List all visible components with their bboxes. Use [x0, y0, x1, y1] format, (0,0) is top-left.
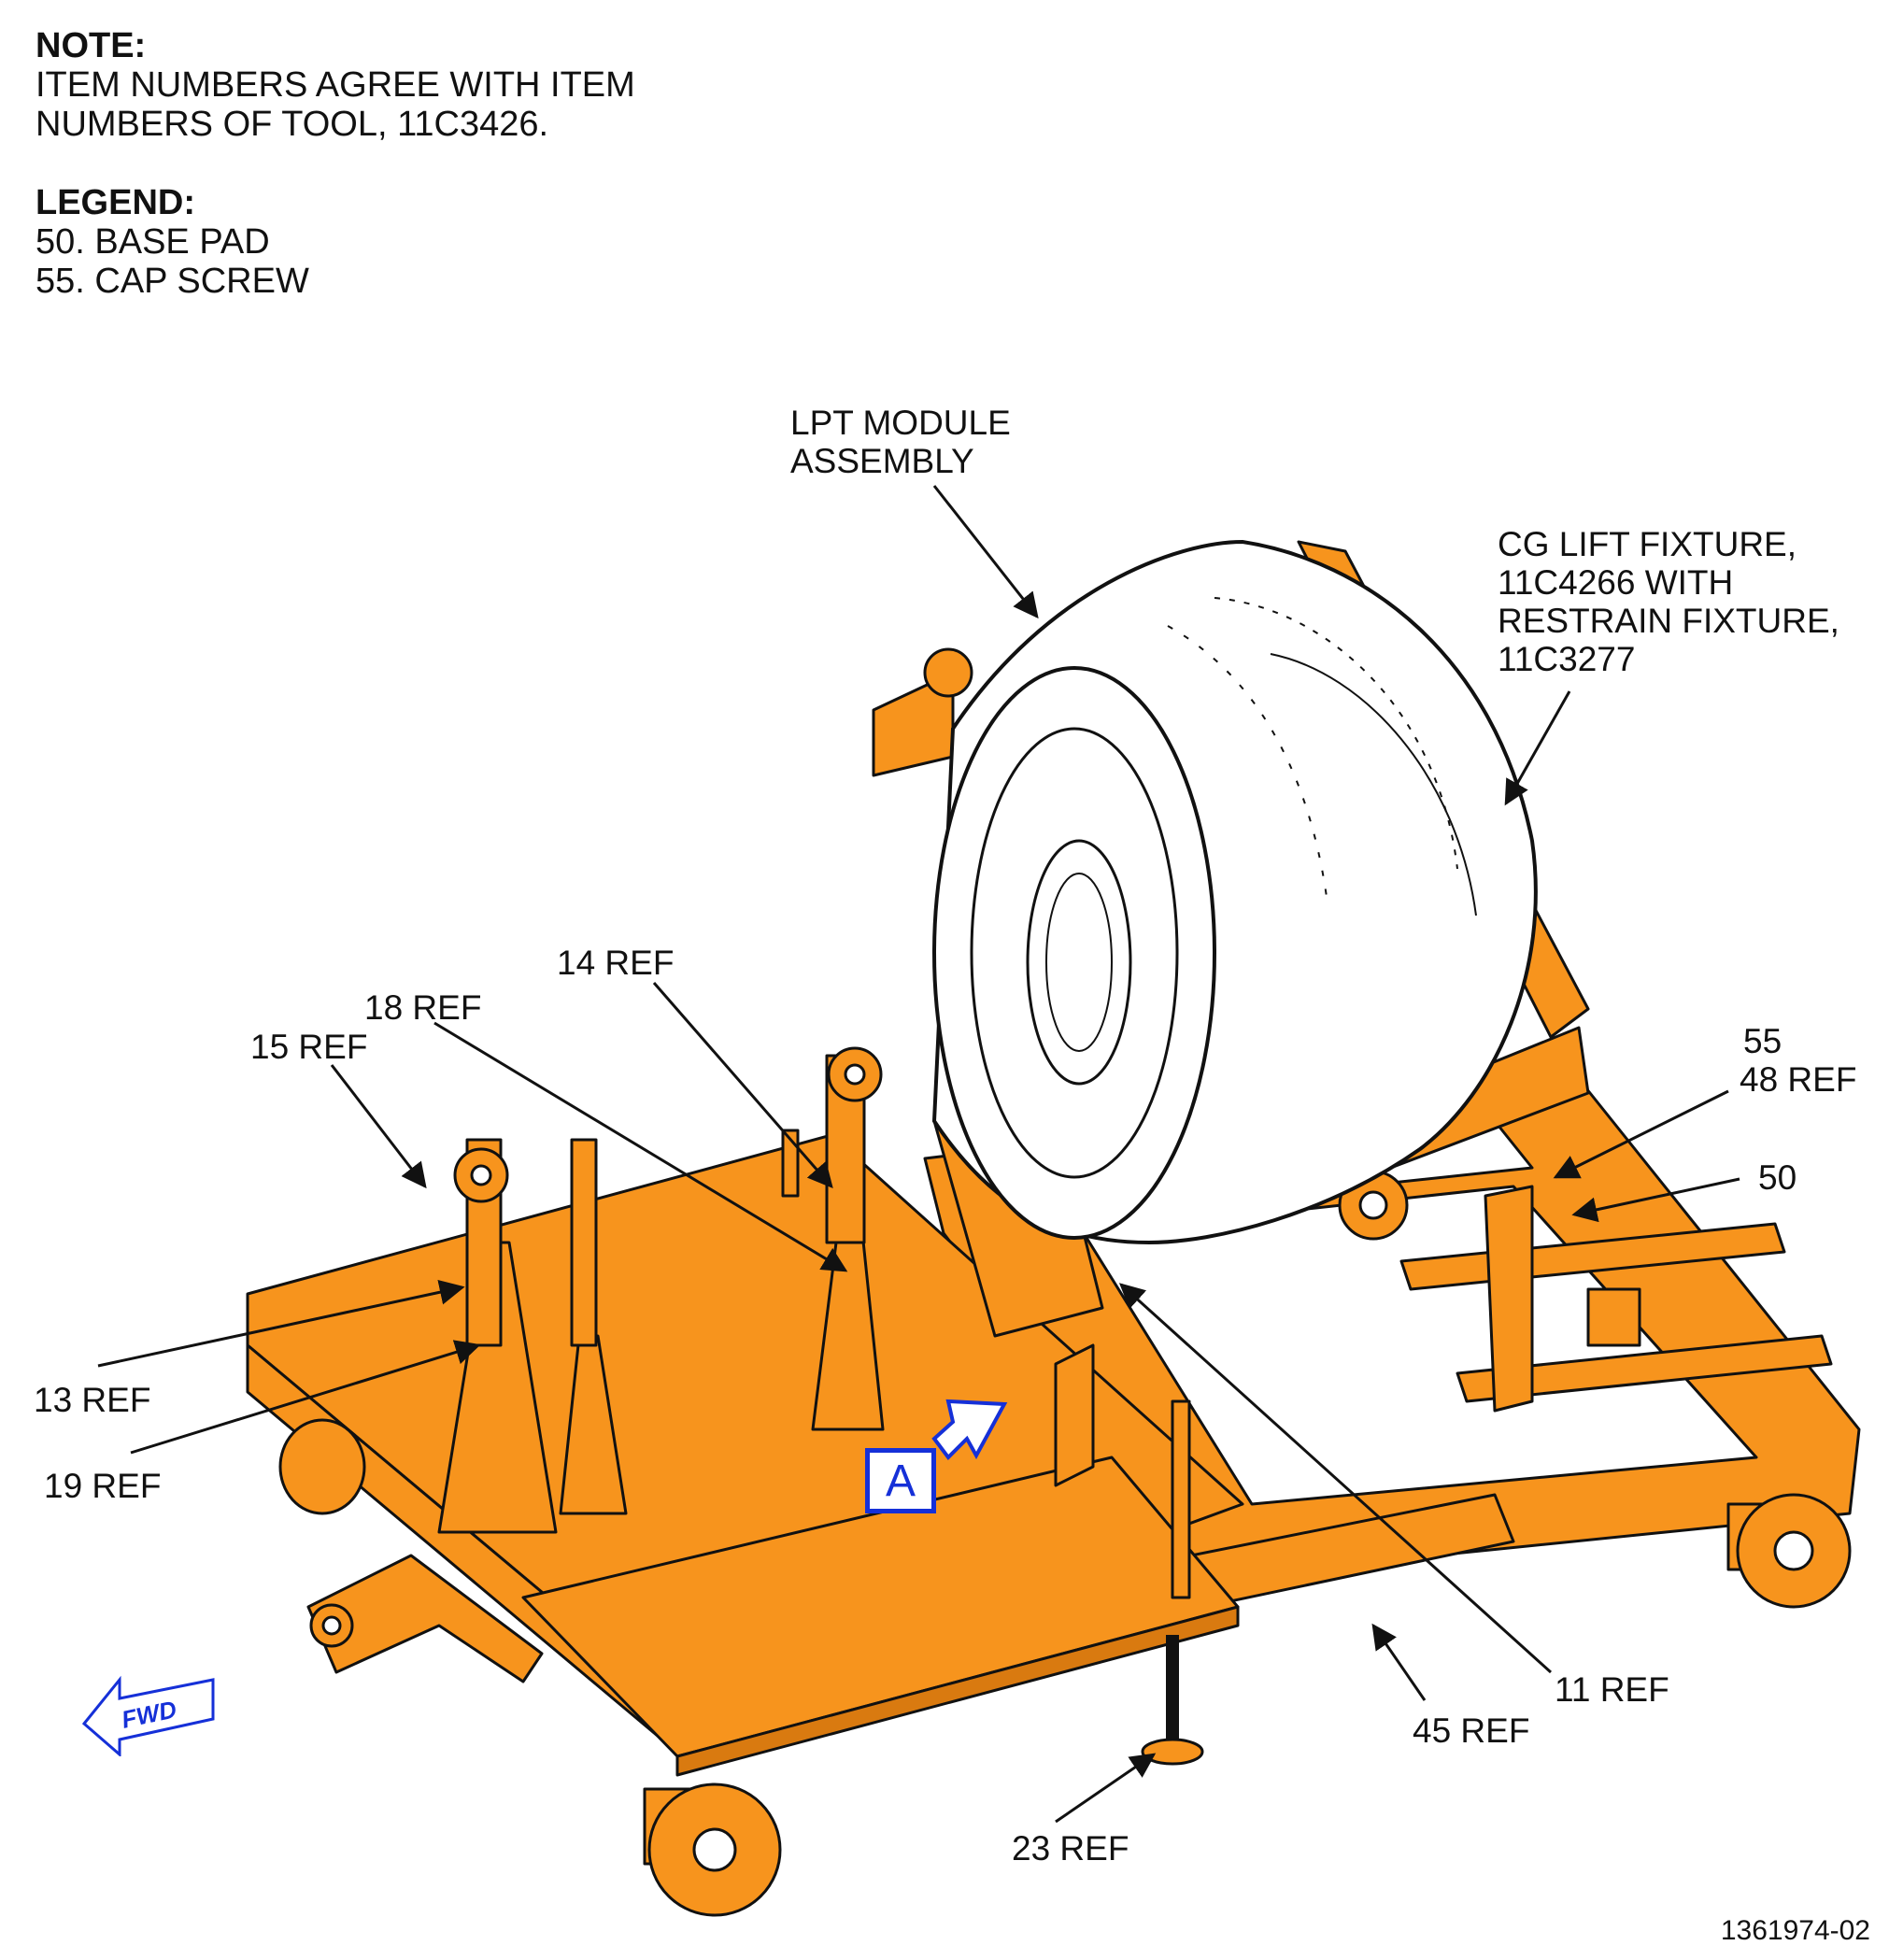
wheel-left [278, 1418, 366, 1515]
callout-13-ref: 13 REF [34, 1381, 151, 1419]
leader-11 [1118, 1283, 1553, 1674]
leader-19 [130, 1340, 481, 1455]
box-bracket [1586, 1287, 1641, 1347]
base-pad-23 [1141, 1738, 1204, 1766]
stand-left-b-post [570, 1138, 598, 1347]
leader-48 [1553, 1089, 1729, 1179]
callout-48-ref: 48 REF [1740, 1060, 1857, 1099]
callout-cg-line-4: 11C3277 [1498, 640, 1636, 678]
callout-cg-line-1: CG LIFT FIXTURE, [1498, 525, 1797, 563]
callout-19-ref: 19 REF [44, 1467, 162, 1505]
leader-50 [1571, 1177, 1740, 1223]
callout-cg-line-2: 11C4266 WITH [1498, 563, 1734, 602]
callout-15-ref: 15 REF [250, 1028, 368, 1066]
leader-lpt [932, 485, 1039, 619]
leader-23 [1055, 1753, 1157, 1824]
view-marker-a: A [865, 1448, 936, 1513]
callout-lpt-line-2: ASSEMBLY [790, 442, 974, 480]
rear-leg [1484, 1185, 1534, 1413]
callout-45-ref: 45 REF [1413, 1711, 1530, 1750]
callout-lpt-line-1: LPT MODULE [790, 404, 1011, 442]
callout-cg-line-3: RESTRAIN FIXTURE, [1498, 602, 1839, 640]
callout-11-ref: 11 REF [1555, 1670, 1669, 1709]
view-marker-letter: A [885, 1456, 916, 1506]
drawing-number: 1361974-02 [1720, 1915, 1870, 1946]
fwd-arrow-shape [81, 1675, 215, 1758]
view-arrow-icon [931, 1399, 1008, 1461]
leader-45 [1371, 1623, 1427, 1701]
callout-50: 50 [1758, 1158, 1797, 1197]
legend-heading: LEGEND: [36, 183, 195, 222]
legend-item-55: 55. CAP SCREW [36, 262, 309, 301]
front-plate-edge [675, 1605, 1240, 1777]
leader-14 [652, 982, 833, 1189]
leader-15 [330, 1064, 427, 1189]
lift-bracket-disc [923, 647, 973, 698]
legend-item-50: 50. BASE PAD [36, 222, 270, 262]
callout-55: 55 [1743, 1022, 1782, 1060]
callout-lpt-module: LPT MODULE ASSEMBLY [790, 404, 1011, 480]
stand-left-b [559, 1334, 628, 1515]
support-post [1054, 1343, 1095, 1487]
tow-bar [306, 1554, 544, 1683]
right-pin-post [1171, 1399, 1191, 1599]
leader-18 [433, 1021, 848, 1272]
callout-18-ref: 18 REF [364, 988, 482, 1027]
rear-tube-2 [1456, 1334, 1833, 1403]
callout-23-ref: 23 REF [1012, 1829, 1129, 1868]
callout-14-ref: 14 REF [557, 944, 675, 982]
note-line-2: NUMBERS OF TOOL, 11C3426. [36, 105, 549, 144]
callout-cg-lift: CG LIFT FIXTURE, 11C4266 WITH RESTRAIN F… [1498, 525, 1839, 678]
note-heading: NOTE: [36, 26, 147, 65]
leader-cg-lift [1504, 690, 1571, 806]
fwd-arrow-icon: FWD [81, 1672, 222, 1758]
note-block: NOTE: ITEM NUMBERS AGREE WITH ITEM NUMBE… [36, 26, 635, 301]
note-line-1: ITEM NUMBERS AGREE WITH ITEM [36, 65, 635, 105]
leader-13 [97, 1279, 465, 1368]
